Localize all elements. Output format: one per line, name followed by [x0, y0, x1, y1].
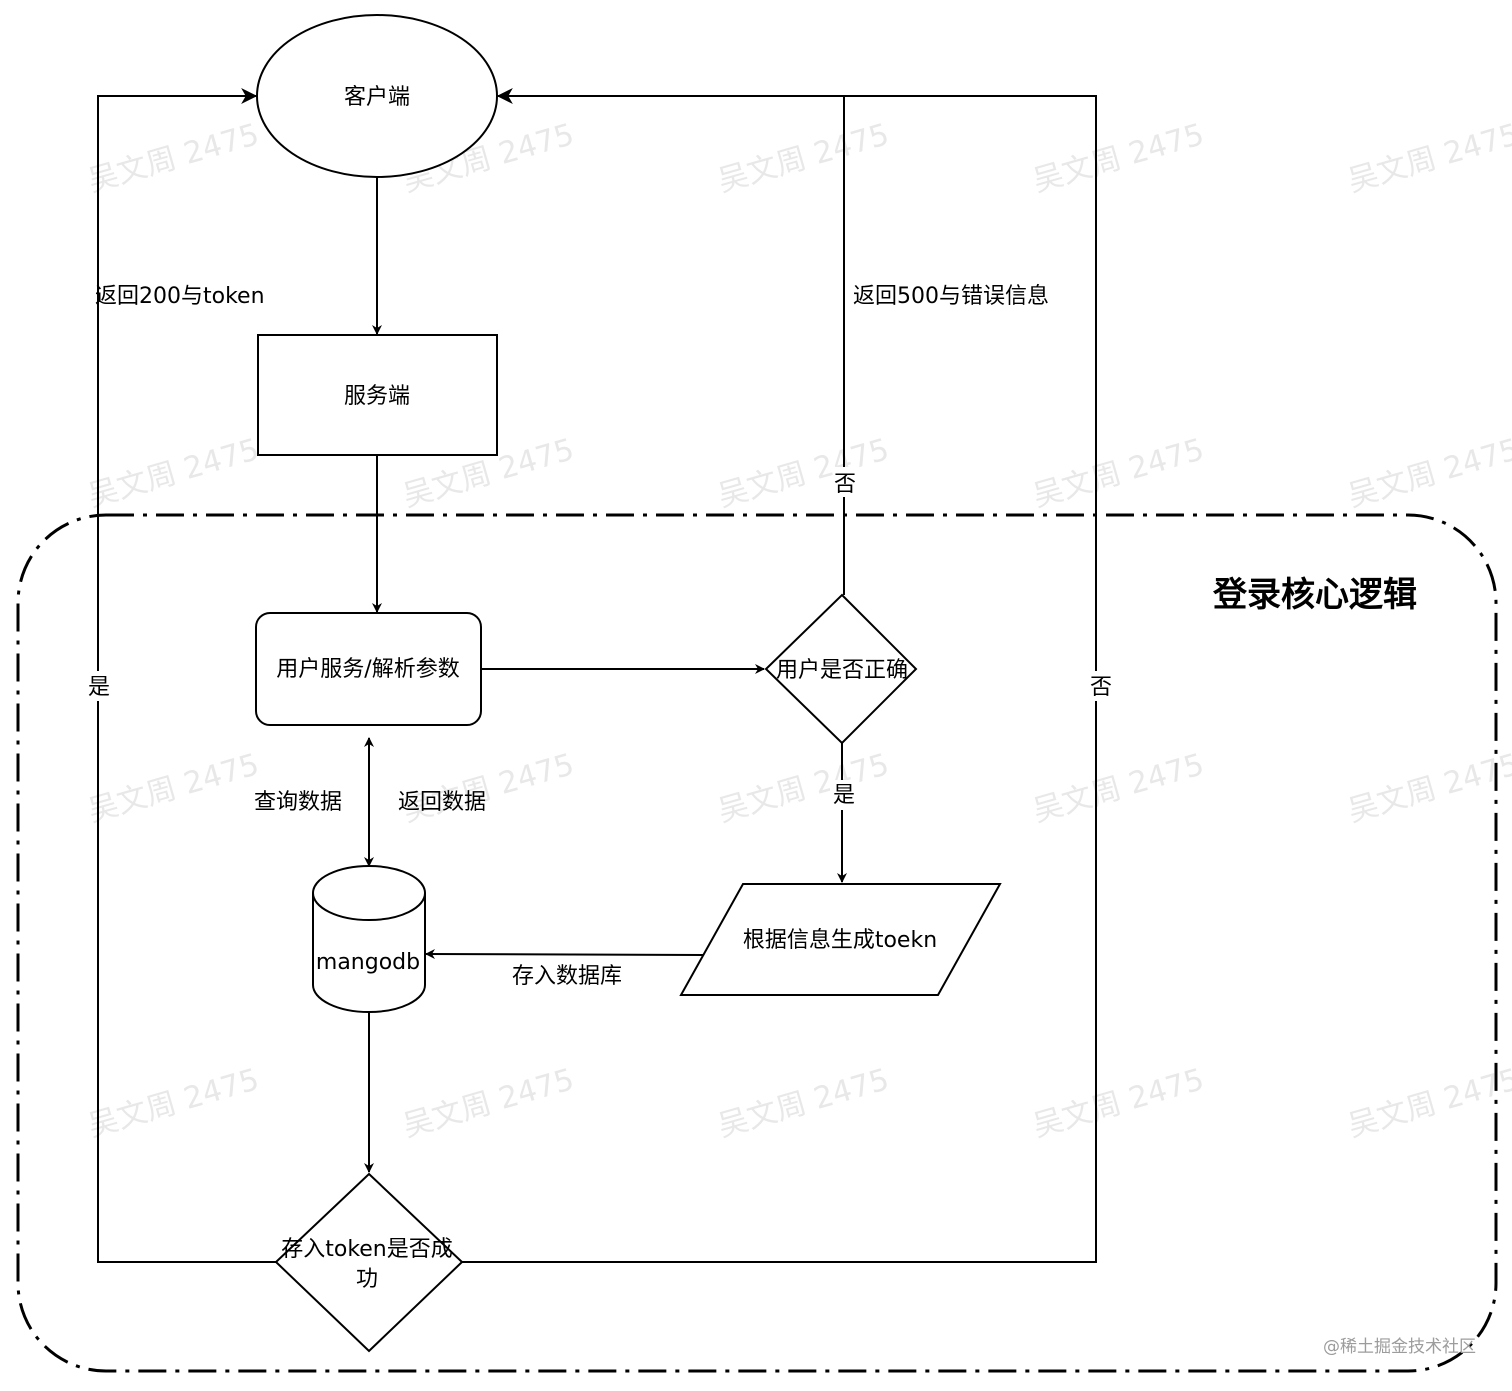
database-label: mangodb: [316, 950, 420, 975]
edge-stored-yes-to-client: [97, 88, 276, 1263]
label-yes-left: 是: [88, 675, 110, 700]
site-watermark: @稀土掘金技术社区: [1323, 1337, 1476, 1357]
client-label: 客户端: [344, 85, 410, 110]
label-return-data: 返回数据: [398, 790, 486, 815]
generate-token-label: 根据信息生成toekn: [743, 928, 937, 953]
token-stored-label-line2: 功: [356, 1267, 378, 1292]
edge-token-to-db: [425, 949, 704, 960]
token-stored-decision: [274, 1172, 464, 1353]
token-stored-label: 存入token是否成: [281, 1237, 453, 1262]
edge-check-no-to-client: [496, 88, 845, 595]
user-check-label: 用户是否正确: [776, 658, 908, 683]
server-node: [257, 334, 498, 456]
label-return-500: 返回500与错误信息: [853, 284, 1049, 309]
label-store-db: 存入数据库: [512, 964, 622, 989]
server-label: 服务端: [344, 384, 410, 409]
label-query-data: 查询数据: [254, 790, 342, 815]
label-return-200: 返回200与token: [95, 284, 265, 309]
label-no-right: 否: [1090, 675, 1112, 700]
core-logic-region: [16, 513, 1498, 1373]
user-service-label: 用户服务/解析参数: [276, 657, 459, 682]
label-yes-check: 是: [833, 783, 855, 808]
database-node: [312, 865, 426, 1013]
generate-token-node: [679, 883, 1002, 996]
label-no-top: 否: [834, 472, 856, 497]
region-title: 登录核心逻辑: [1212, 575, 1417, 615]
